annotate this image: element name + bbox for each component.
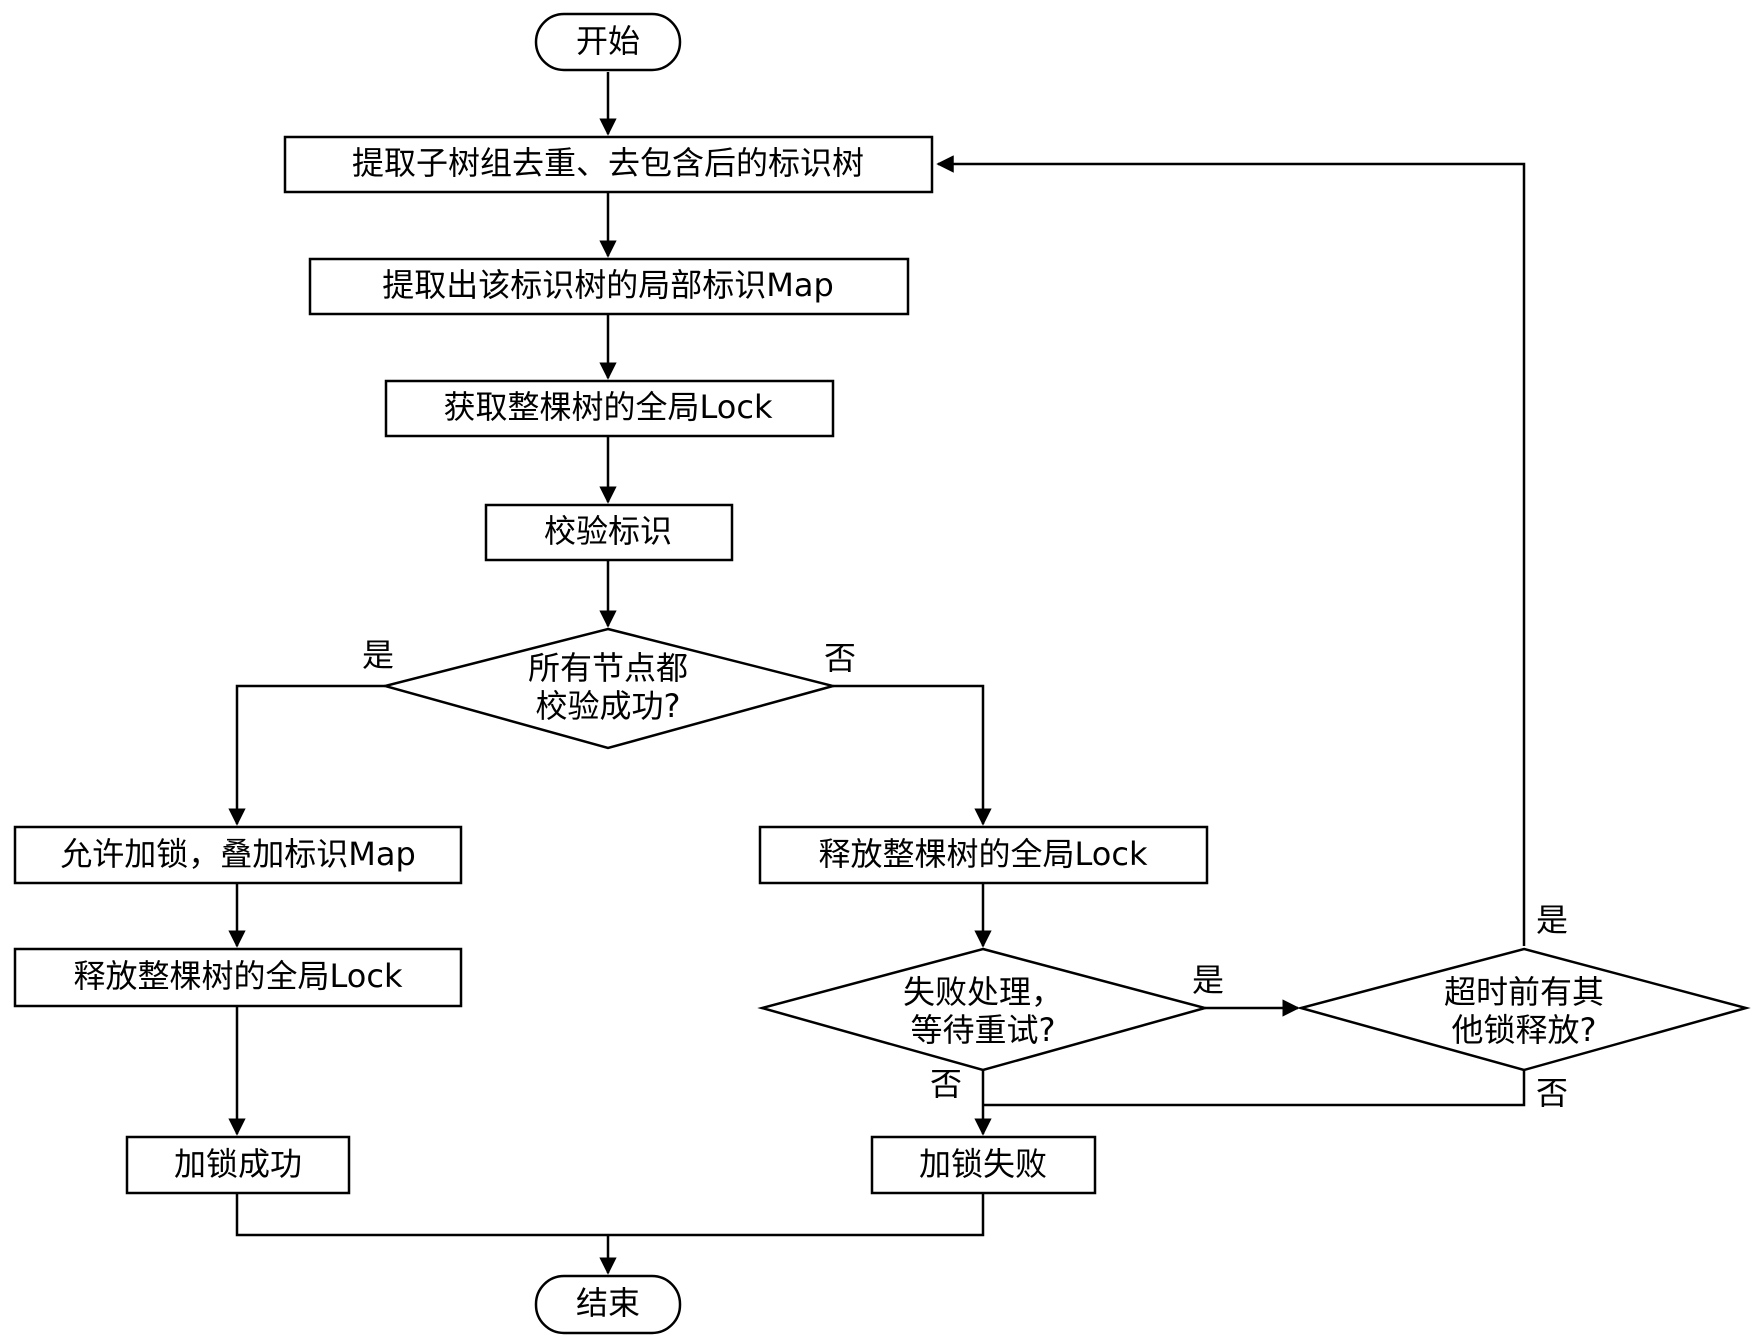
node-lock-fail: 加锁失败 (870, 1135, 1097, 1195)
label-retry-no: 否 (930, 1065, 962, 1103)
node-fail-retry-decision: 失败处理， 等待重试? (757, 947, 1210, 1072)
node-get-lock: 获取整棵树的全局Lock (384, 379, 835, 438)
label-verified-no: 否 (824, 639, 856, 677)
edge-decision-no (833, 684, 992, 826)
label-verified-yes: 是 (362, 636, 394, 674)
node-lock-success-label: 加锁成功 (174, 1145, 302, 1183)
node-all-verified-decision: 所有节点都 校验成功? (380, 627, 838, 750)
edge-decision-yes (228, 684, 385, 826)
node-extract-tree: 提取子树组去重、去包含后的标识树 (283, 135, 934, 194)
node-lock-success: 加锁成功 (125, 1135, 351, 1195)
node-verify: 校验标识 (484, 503, 734, 562)
node-allow-lock-label: 允许加锁，叠加标识Map (60, 835, 416, 873)
node-release-left: 释放整棵树的全局Lock (13, 947, 463, 1008)
label-timeout-yes: 是 (1536, 901, 1568, 939)
node-timeout-line2: 他锁释放? (1452, 1011, 1597, 1049)
node-extract-map-label: 提取出该标识树的局部标识Map (382, 266, 834, 304)
node-timeout-decision: 超时前有其 他锁释放? (1296, 947, 1751, 1072)
label-retry-yes: 是 (1192, 961, 1224, 999)
node-start-label: 开始 (576, 22, 640, 60)
node-all-verified-line2: 校验成功? (536, 687, 681, 725)
node-timeout-line1: 超时前有其 (1444, 973, 1604, 1011)
node-end-label: 结束 (576, 1284, 640, 1322)
node-all-verified-line1: 所有节点都 (528, 649, 688, 687)
node-verify-label: 校验标识 (544, 512, 672, 550)
node-allow-lock: 允许加锁，叠加标识Map (13, 825, 463, 885)
node-get-lock-label: 获取整棵树的全局Lock (444, 388, 773, 426)
label-timeout-no: 否 (1536, 1074, 1568, 1112)
edge-timeout-yes (936, 155, 1526, 946)
node-extract-tree-label: 提取子树组去重、去包含后的标识树 (352, 144, 864, 182)
node-lock-fail-label: 加锁失败 (919, 1145, 1047, 1183)
node-end: 结束 (534, 1274, 682, 1335)
edge-timeout-no (983, 1070, 1526, 1107)
node-release-right-label: 释放整棵树的全局Lock (819, 835, 1148, 873)
node-fail-retry-line2: 等待重试? (911, 1011, 1056, 1049)
node-release-left-label: 释放整棵树的全局Lock (74, 957, 403, 995)
node-fail-retry-line1: 失败处理， (903, 973, 1063, 1011)
node-release-right: 释放整棵树的全局Lock (758, 825, 1209, 885)
edge-merge-to-end (235, 1193, 985, 1237)
node-extract-map: 提取出该标识树的局部标识Map (308, 257, 910, 316)
connectors (228, 72, 1526, 1275)
node-start: 开始 (534, 12, 682, 72)
